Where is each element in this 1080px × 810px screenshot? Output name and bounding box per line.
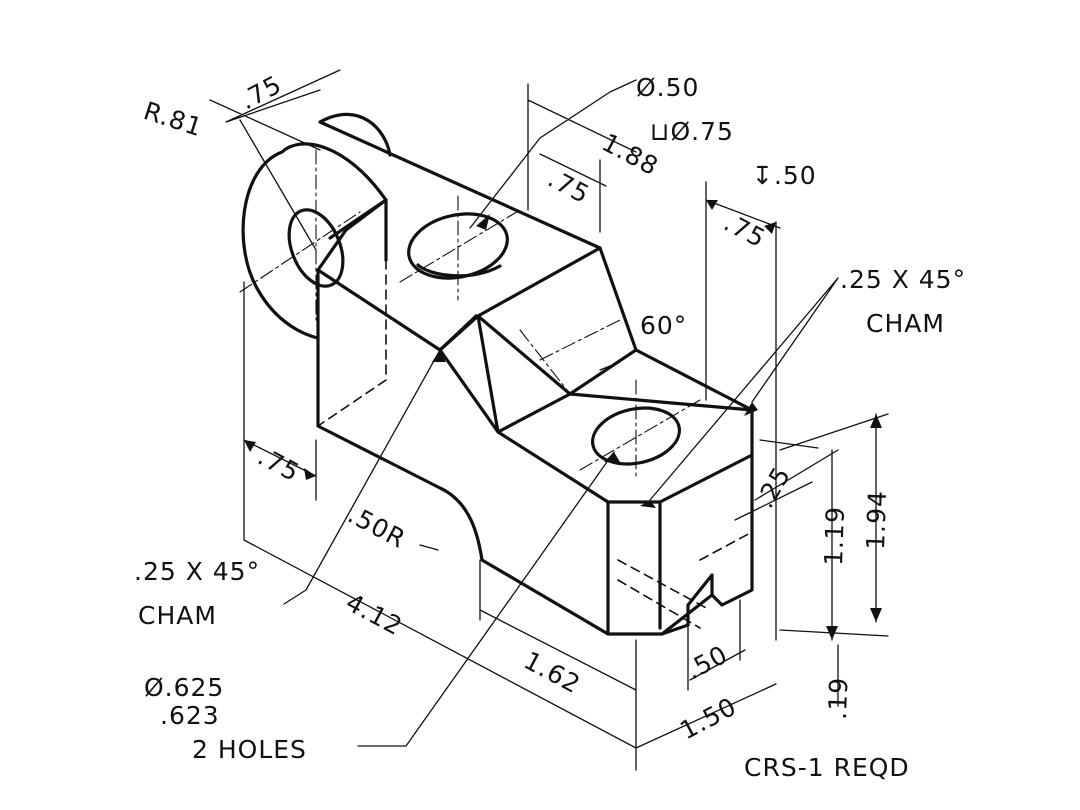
note-holes-2: .623 (160, 701, 220, 730)
arrowheads (244, 200, 882, 640)
dim-dia-50: Ø.50 (636, 73, 699, 102)
rounded-tab (241, 112, 602, 340)
dim-194: 1.94 (861, 490, 892, 551)
dim-119: 1.19 (819, 506, 850, 567)
note-reqd: CRS-1 REQD (744, 753, 910, 782)
dim-depth: ↧.50 (752, 161, 817, 190)
center-lines (239, 149, 701, 481)
dimension-labels: R.81 .75 Ø.50 ⊔Ø.75 1.88 .75 ↧.50 .75 60… (140, 70, 892, 746)
note-holes-1: Ø.625 (144, 673, 224, 702)
note-cham-left-1: .25 X 45° (134, 557, 260, 586)
ramp-face (438, 314, 610, 504)
dim-right-75: .75 (719, 208, 770, 254)
dim-slot-50: .50 (681, 640, 732, 686)
dim-412: 4.12 (341, 588, 407, 642)
dim-r81: R.81 (140, 96, 206, 142)
part-outline (241, 112, 754, 636)
note-cham-left-2: CHAM (138, 601, 217, 630)
hidden-lines (317, 259, 753, 629)
right-block (568, 348, 754, 636)
dim-cbore: ⊔Ø.75 (650, 117, 734, 146)
notes: .25 X 45° CHAM .25 X 45° CHAM Ø.625 .623… (134, 265, 966, 782)
left-block-top (316, 198, 638, 396)
dim-angle: 60° (640, 311, 687, 340)
note-holes-3: 2 HOLES (192, 735, 307, 764)
note-cham-right-1: .25 X 45° (840, 265, 966, 294)
lower-hole (590, 406, 682, 466)
note-cham-right-2: CHAM (866, 309, 945, 338)
dim-top-75: .75 (235, 70, 286, 116)
tab-hole (287, 208, 345, 288)
dim-hole-75: .75 (543, 164, 594, 210)
left-block-front (316, 268, 714, 636)
dim-19: .19 (823, 676, 853, 720)
dim-slot-25: .25 (750, 461, 796, 513)
dim-r50: .50R (343, 500, 411, 554)
dimension-lines (209, 69, 889, 771)
dim-150: 1.50 (675, 692, 741, 746)
